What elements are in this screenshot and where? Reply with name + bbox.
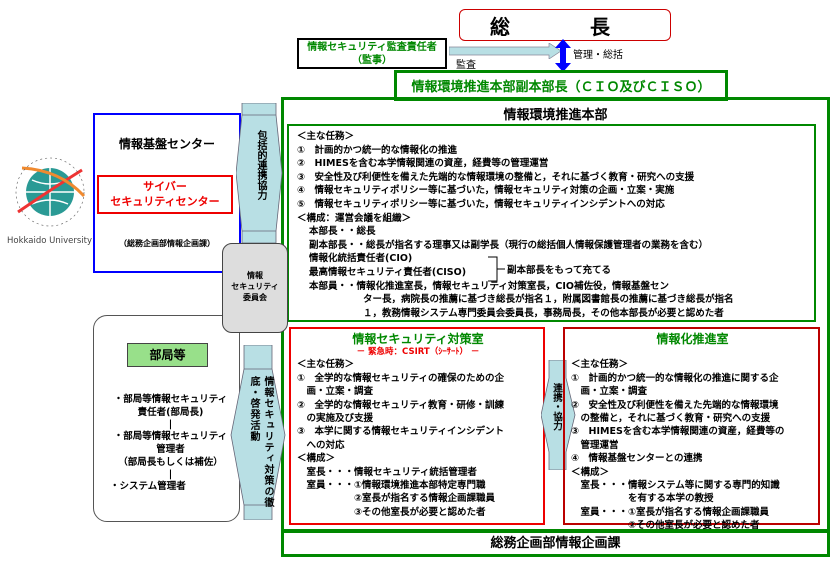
footer-box: 総務企画部情報企画課 [281,530,830,557]
role-line: ・部局等情報セキュリティ [113,394,228,405]
promo-line: ③ HIMESを含む本学情報関連の資産，経費等の [571,426,785,438]
promo-line: を有する本学の教授 [571,493,714,505]
cyber-security-logo-icon [15,157,86,227]
security-line: ③その他室長が必要と認めた者 [297,506,486,518]
footer-label: 総務企画部情報企画課 [490,536,621,551]
promo-line: ＜構成＞ [571,466,610,478]
task-line: ③ 安全性及び利便性を備えた先端的な情報環境の整備と，それに基づく教育・研究への… [297,171,695,183]
task-line: ＜構成：運営会議を組織＞ [297,212,412,224]
security-committee-box: 情報 セキュリティ 委員会 [222,243,288,333]
security-line: 画・立案・調査 [297,386,374,398]
role-line: ・システム管理者 [110,481,186,492]
link-mid-label: 連携・協力 [551,383,562,431]
promo-line: 画・立案・調査 [571,386,648,398]
infra-note: （総務企画部情報企画課） [119,239,215,248]
committee-line: 委員会 [243,293,267,302]
audit-label: 監査 [456,60,476,71]
task-line: ＜主な任務＞ [297,131,355,142]
link-arrow-mid-icon [541,360,576,470]
audit-subtitle: （監事） [352,55,392,66]
promo-line: ① 計画的かつ統一的な情報化の推進に関する企 [571,372,779,384]
member-line: 情報化統括責任者(CIO) [309,253,413,265]
brace-icon [488,256,505,282]
deputy-label: 情報環境推進本部副本部長（ＣＩＯ及びＣＩＳＯ） [411,80,711,95]
promo-title: 情報化推進室 [656,332,729,346]
connector-line: | [168,469,173,480]
role-line: 責任者(部局長) [137,407,204,418]
security-line: ②室長が指名する情報企画課職員 [297,493,496,505]
security-office-box: 情報セキュリティ対策室 － 緊急時：CSIRT（ｼｰｻｰﾄ） － ＜主な任務＞ … [289,327,545,525]
promo-line: ②その他室長が必要と認めた者 [571,520,760,532]
csirt-subtitle: － 緊急時：CSIRT（ｼｰｻｰﾄ） － [356,347,480,358]
link-arrow-top-icon [236,103,283,243]
promo-line: ② 安全性及び利便性を備えた先端的な情報環境 [571,399,779,411]
president-label: 総 長 [490,14,640,39]
promo-line: ＜主な任務＞ [571,359,629,371]
security-line: ＜主な任務＞ [297,359,355,371]
promo-line: 室員・・・①室長が指名する情報企画課職員 [571,506,770,518]
cyber-line: サイバー [143,180,187,193]
promo-line: の整備と，それに基づく教育・研究への支援 [571,413,771,425]
audit-officer-box: 情報セキュリティ監査責任者 （監事） [297,38,447,69]
role-line: ・部局等情報セキュリティ [113,431,228,442]
security-line: ＜構成＞ [297,453,336,465]
logo-caption: Hokkaido University [7,236,93,246]
member-line: 副本部長・・総長が指名する理事又は副学長（現行の総括個人情報保護管理者の業務を含… [309,239,709,251]
role-line: （部局長もしくは補佐） [118,457,223,468]
security-line: 室員・・・①情報環境推進本部特定専門職 [297,480,486,492]
security-line: の実施及び支援 [297,413,374,425]
promo-line: ④ 情報基盤センターとの連携 [571,453,703,465]
audit-title: 情報セキュリティ監査責任者 [307,42,437,53]
president-box: 総 長 [459,9,671,41]
double-arrow-icon [555,39,571,72]
security-line: ① 全学的な情報セキュリティの確保のための企 [297,372,504,384]
infra-title: 情報基盤センター [118,137,215,151]
member-line: 最高情報セキュリティ責任者(CISO) [309,266,467,278]
task-line: ④ 情報セキュリティポリシー等に基づいた，情報セキュリティ対策の企画・立案・実施 [297,185,675,197]
member-line: １，教務情報システム専門委員会委員長，事務局長，その他本部長が必要と認めた者 [363,307,724,319]
brace-note: 副本部長をもって充てる [507,265,612,276]
task-line: ① 計画的かつ統一的な情報化の推進 [297,144,458,156]
security-title: 情報セキュリティ対策室 [352,332,484,346]
audit-arrow-icon [449,43,562,59]
manage-label: 管理・総括 [573,50,623,61]
member-line: 本部員・・情報化推進室長，情報セキュリティ対策室長，CIO補佐役，情報基盤セン [309,280,670,292]
promotion-office-box: 情報化推進室 ＜主な任務＞ ① 計画的かつ統一的な情報化の推進に関する企 画・立… [563,327,820,531]
member-line: 本部長・・総長 [309,226,376,238]
link-top-label: 包括的連携協力 [255,130,266,200]
security-line: ② 全学的な情報セキュリティ教育・研修・訓練 [297,399,504,411]
security-line: 室長・・・情報セキュリティ統括管理者 [297,466,477,478]
cyber-center-box: サイバー セキュリティセンター [97,175,233,214]
promo-line: 管理運営 [571,439,619,451]
security-line: ③ 本学に関する情報セキュリティインシデント [297,426,504,438]
task-line: ② HIMESを含む本学情報関連の資産，経費等の管理運営 [297,158,549,170]
connector-line: | [168,419,173,430]
department-roles: ・部局等情報セキュリティ 責任者(部局長) | ・部局等情報セキュリティ 管理者… [98,393,243,493]
member-line: ター長，病院長の推薦に基づき総長が指名１，附属図書館長の推薦に基づき総長が指名 [363,294,734,306]
cyber-line: セキュリティセンター [110,195,220,208]
promo-line: 室長・・・情報システム等に関する専門的知識 [571,480,780,492]
security-line: への対応 [297,439,345,451]
task-line: ⑤ 情報セキュリティポリシー等に基づいた，情報セキュリティインシデントへの対応 [297,198,665,210]
link-bottom-label: 情報セキュリティ対策の徹底・啓発活動 [248,376,273,508]
hq-tasks-box: ＜主な任務＞ ① 計画的かつ統一的な情報化の推進 ② HIMESを含む本学情報関… [287,124,816,322]
committee-line: セキュリティ [231,282,279,291]
committee-line: 情報 [247,271,263,280]
role-line: 管理者 [156,444,185,455]
hq-title: 情報環境推進本部 [503,108,608,123]
link-arrow-bottom-icon [230,345,286,520]
department-title: 部局等 [127,343,208,367]
